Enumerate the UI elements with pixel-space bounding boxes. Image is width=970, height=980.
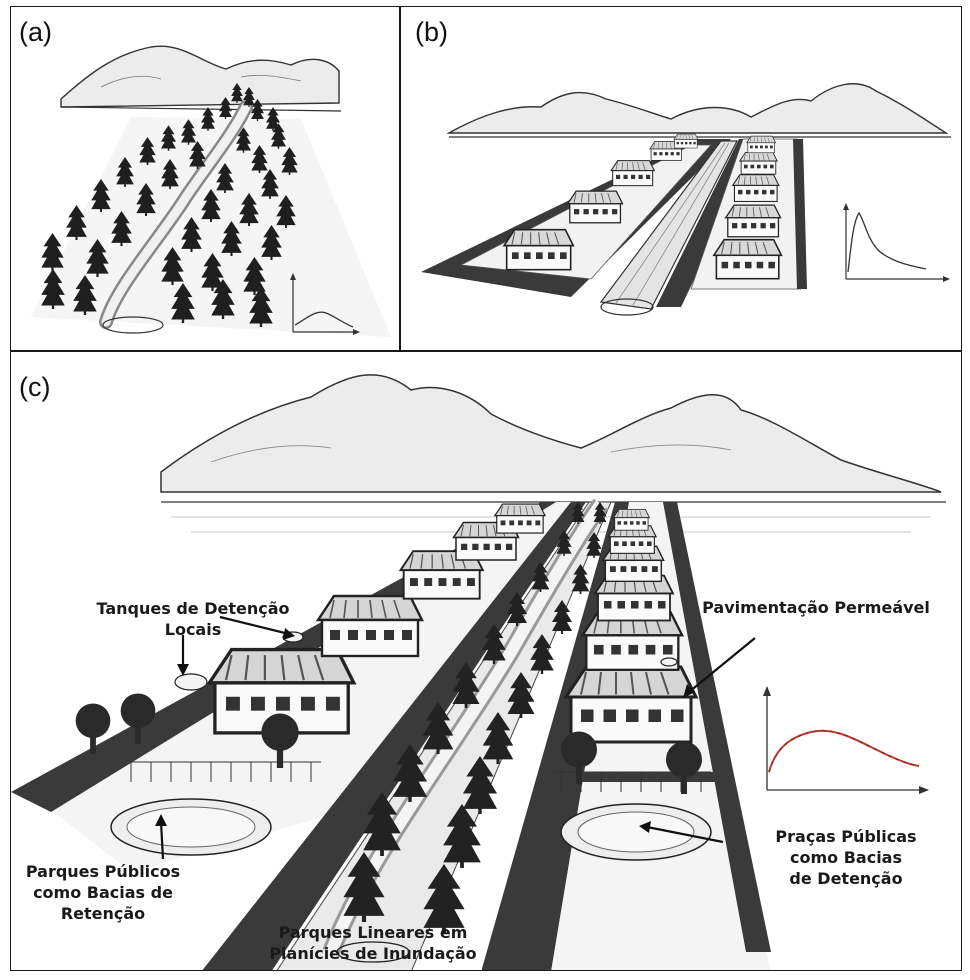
lid-illustration (11, 374, 946, 970)
callout-parques-publicos-line3: Retenção (60, 903, 146, 923)
panel-a-label: (a) (19, 17, 52, 47)
callout-pavimentacao-text: Pavimentação Permeável (702, 598, 930, 617)
hydrograph-a (290, 273, 360, 335)
callout-pavimentacao: Pavimentação Permeável (681, 598, 951, 619)
callout-parques-publicos: Parques Públicos como Bacias de Retenção (13, 862, 193, 924)
callout-tanques: Tanques de Detenção Locais (63, 599, 323, 641)
callout-parques-lineares-line1: Parques Lineares em (278, 923, 468, 942)
callout-parques-publicos-line2: como Bacias de (33, 882, 173, 902)
callout-pracas-line3: de Detenção (789, 868, 903, 888)
callout-tanques-line2: Locais (164, 619, 222, 639)
callout-parques-lineares: Parques Lineares em Planícies de Inundaç… (243, 923, 503, 965)
hydrograph-b (843, 203, 950, 282)
callout-pracas-line2: como Bacias (790, 847, 902, 867)
panel-b-urbanized-watershed: (b) (400, 6, 962, 351)
callout-parques-publicos-line1: Parques Públicos (25, 862, 181, 881)
panel-c-label: (c) (19, 372, 51, 402)
hydrograph-c (763, 686, 929, 794)
callout-parques-lineares-line2: Planícies de Inundação (269, 943, 477, 963)
callout-pracas-line1: Praças Públicas (775, 827, 917, 846)
detention-tanks (174, 631, 678, 691)
panel-c-sustainable-drainage: (c) Tanques de Detenção Locais Pavimenta… (10, 351, 962, 971)
callout-tanques-line1: Tanques de Detenção (96, 599, 290, 618)
urban-illustration (421, 83, 951, 316)
forest-illustration (31, 45, 391, 337)
panel-a-natural-watershed: (a) (10, 6, 400, 351)
callout-pracas: Praças Públicas como Bacias de Detenção (751, 827, 941, 889)
callout-arrows (155, 615, 756, 860)
panel-b-label: (b) (415, 17, 448, 47)
